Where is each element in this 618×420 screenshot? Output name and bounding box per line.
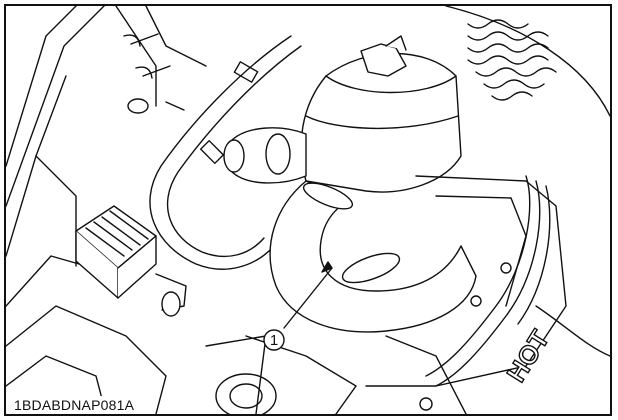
bolt (419, 397, 433, 411)
cooling-fins (445, 6, 610, 117)
air-cleaner (300, 35, 462, 193)
fuel-hose (149, 35, 302, 270)
fuel-line-clips (123, 33, 185, 114)
engine-illustration: 1 HOT (6, 6, 610, 414)
callout-number: 1 (270, 332, 278, 349)
intake-elbow-hose (269, 180, 477, 333)
chassis-frame (6, 6, 207, 414)
callout-1: 1 (263, 329, 285, 351)
regulator-unit (75, 205, 187, 317)
fan-housing (215, 373, 277, 414)
inlet-pipe (223, 127, 307, 184)
callout-leader (283, 261, 333, 329)
cable-bundle (425, 175, 610, 387)
figure-code: 1BDABDNAP081A (12, 396, 139, 414)
figure-frame: 1 HOT 1BDABDNAP081A (4, 4, 612, 416)
